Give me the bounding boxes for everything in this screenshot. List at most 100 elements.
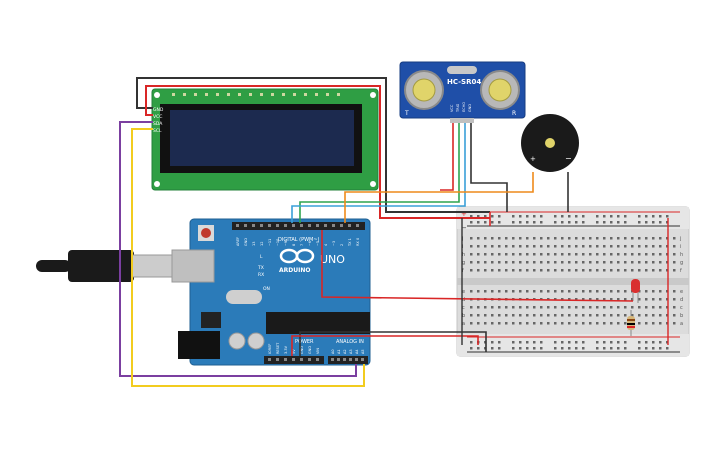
breadboard-hole[interactable] [645,322,648,325]
breadboard-rail-hole[interactable] [568,221,571,224]
breadboard-hole[interactable] [624,298,627,301]
breadboard-hole[interactable] [519,306,522,309]
breadboard-rail-hole[interactable] [554,341,557,344]
arduino-usb-port[interactable] [171,249,215,283]
breadboard-hole[interactable] [526,261,529,264]
breadboard-hole[interactable] [484,314,487,317]
breadboard-rail-hole[interactable] [652,347,655,350]
breadboard-rail-hole[interactable] [568,341,571,344]
breadboard-hole[interactable] [484,261,487,264]
arduino-header-pin[interactable] [340,224,343,227]
breadboard-rail-hole[interactable] [610,347,613,350]
breadboard-rail-hole[interactable] [659,215,662,218]
breadboard-rail-hole[interactable] [491,215,494,218]
breadboard-hole[interactable] [470,322,473,325]
breadboard-hole[interactable] [603,306,606,309]
breadboard-hole[interactable] [610,245,613,248]
breadboard-hole[interactable] [631,253,634,256]
breadboard-hole[interactable] [673,245,676,248]
breadboard-rail-hole[interactable] [519,341,522,344]
lcd-pin[interactable] [194,93,197,96]
breadboard-hole[interactable] [512,314,515,317]
breadboard-hole[interactable] [575,253,578,256]
breadboard-rail-hole[interactable] [666,215,669,218]
breadboard-hole[interactable] [470,290,473,293]
breadboard-hole[interactable] [491,306,494,309]
breadboard-rail-hole[interactable] [659,347,662,350]
breadboard-hole[interactable] [652,269,655,272]
red-led[interactable] [631,279,640,303]
breadboard-rail-hole[interactable] [526,341,529,344]
lcd-pin[interactable] [304,93,307,96]
breadboard-hole[interactable] [484,322,487,325]
arduino-header-pin[interactable] [337,358,340,361]
lcd-pin[interactable] [326,93,329,96]
breadboard-hole[interactable] [589,245,592,248]
breadboard-hole[interactable] [547,322,550,325]
breadboard-rail-hole[interactable] [526,215,529,218]
breadboard-rail-hole[interactable] [512,341,515,344]
breadboard-rail-hole[interactable] [568,347,571,350]
breadboard-hole[interactable] [624,322,627,325]
breadboard-hole[interactable] [547,253,550,256]
wire-buzzer-plus[interactable] [344,172,534,223]
breadboard-hole[interactable] [666,237,669,240]
breadboard-hole[interactable] [484,237,487,240]
breadboard-hole[interactable] [659,245,662,248]
breadboard-hole[interactable] [596,306,599,309]
breadboard-hole[interactable] [519,322,522,325]
breadboard-rail-hole[interactable] [498,341,501,344]
breadboard-hole[interactable] [652,237,655,240]
breadboard-hole[interactable] [603,314,606,317]
breadboard-hole[interactable] [554,261,557,264]
breadboard-hole[interactable] [540,306,543,309]
breadboard-hole[interactable] [582,237,585,240]
breadboard-hole[interactable] [610,253,613,256]
breadboard-hole[interactable] [519,261,522,264]
breadboard-hole[interactable] [652,322,655,325]
breadboard-hole[interactable] [652,253,655,256]
breadboard-hole[interactable] [554,290,557,293]
arduino-header-pin[interactable] [284,224,287,227]
breadboard-hole[interactable] [596,314,599,317]
lcd-pin[interactable] [183,93,186,96]
wire-sensor-gnd[interactable] [470,123,508,212]
breadboard-rail-hole[interactable] [666,341,669,344]
breadboard-hole[interactable] [470,237,473,240]
breadboard-hole[interactable] [512,253,515,256]
breadboard-rail-hole[interactable] [533,347,536,350]
breadboard-rail-hole[interactable] [617,341,620,344]
breadboard-hole[interactable] [526,290,529,293]
breadboard-hole[interactable] [673,314,676,317]
breadboard-hole[interactable] [582,306,585,309]
breadboard-hole[interactable] [575,322,578,325]
breadboard-hole[interactable] [505,245,508,248]
arduino-power-jack[interactable] [178,331,220,359]
breadboard-hole[interactable] [666,322,669,325]
arduino-header-pin[interactable] [252,224,255,227]
breadboard-hole[interactable] [624,269,627,272]
breadboard-hole[interactable] [561,322,564,325]
breadboard-hole[interactable] [624,290,627,293]
breadboard-hole[interactable] [491,245,494,248]
breadboard-hole[interactable] [638,314,641,317]
breadboard-hole[interactable] [547,306,550,309]
breadboard-hole[interactable] [589,314,592,317]
breadboard-rail-hole[interactable] [624,215,627,218]
breadboard-hole[interactable] [498,269,501,272]
breadboard-hole[interactable] [470,245,473,248]
breadboard-hole[interactable] [638,322,641,325]
breadboard-hole[interactable] [673,269,676,272]
breadboard-hole[interactable] [659,298,662,301]
breadboard-hole[interactable] [589,322,592,325]
breadboard-hole[interactable] [575,237,578,240]
breadboard-hole[interactable] [533,237,536,240]
breadboard-rail-hole[interactable] [582,221,585,224]
breadboard-hole[interactable] [617,290,620,293]
breadboard-rail-hole[interactable] [596,215,599,218]
breadboard-hole[interactable] [568,245,571,248]
breadboard-hole[interactable] [582,245,585,248]
arduino-header-pin[interactable] [348,224,351,227]
breadboard-hole[interactable] [484,269,487,272]
